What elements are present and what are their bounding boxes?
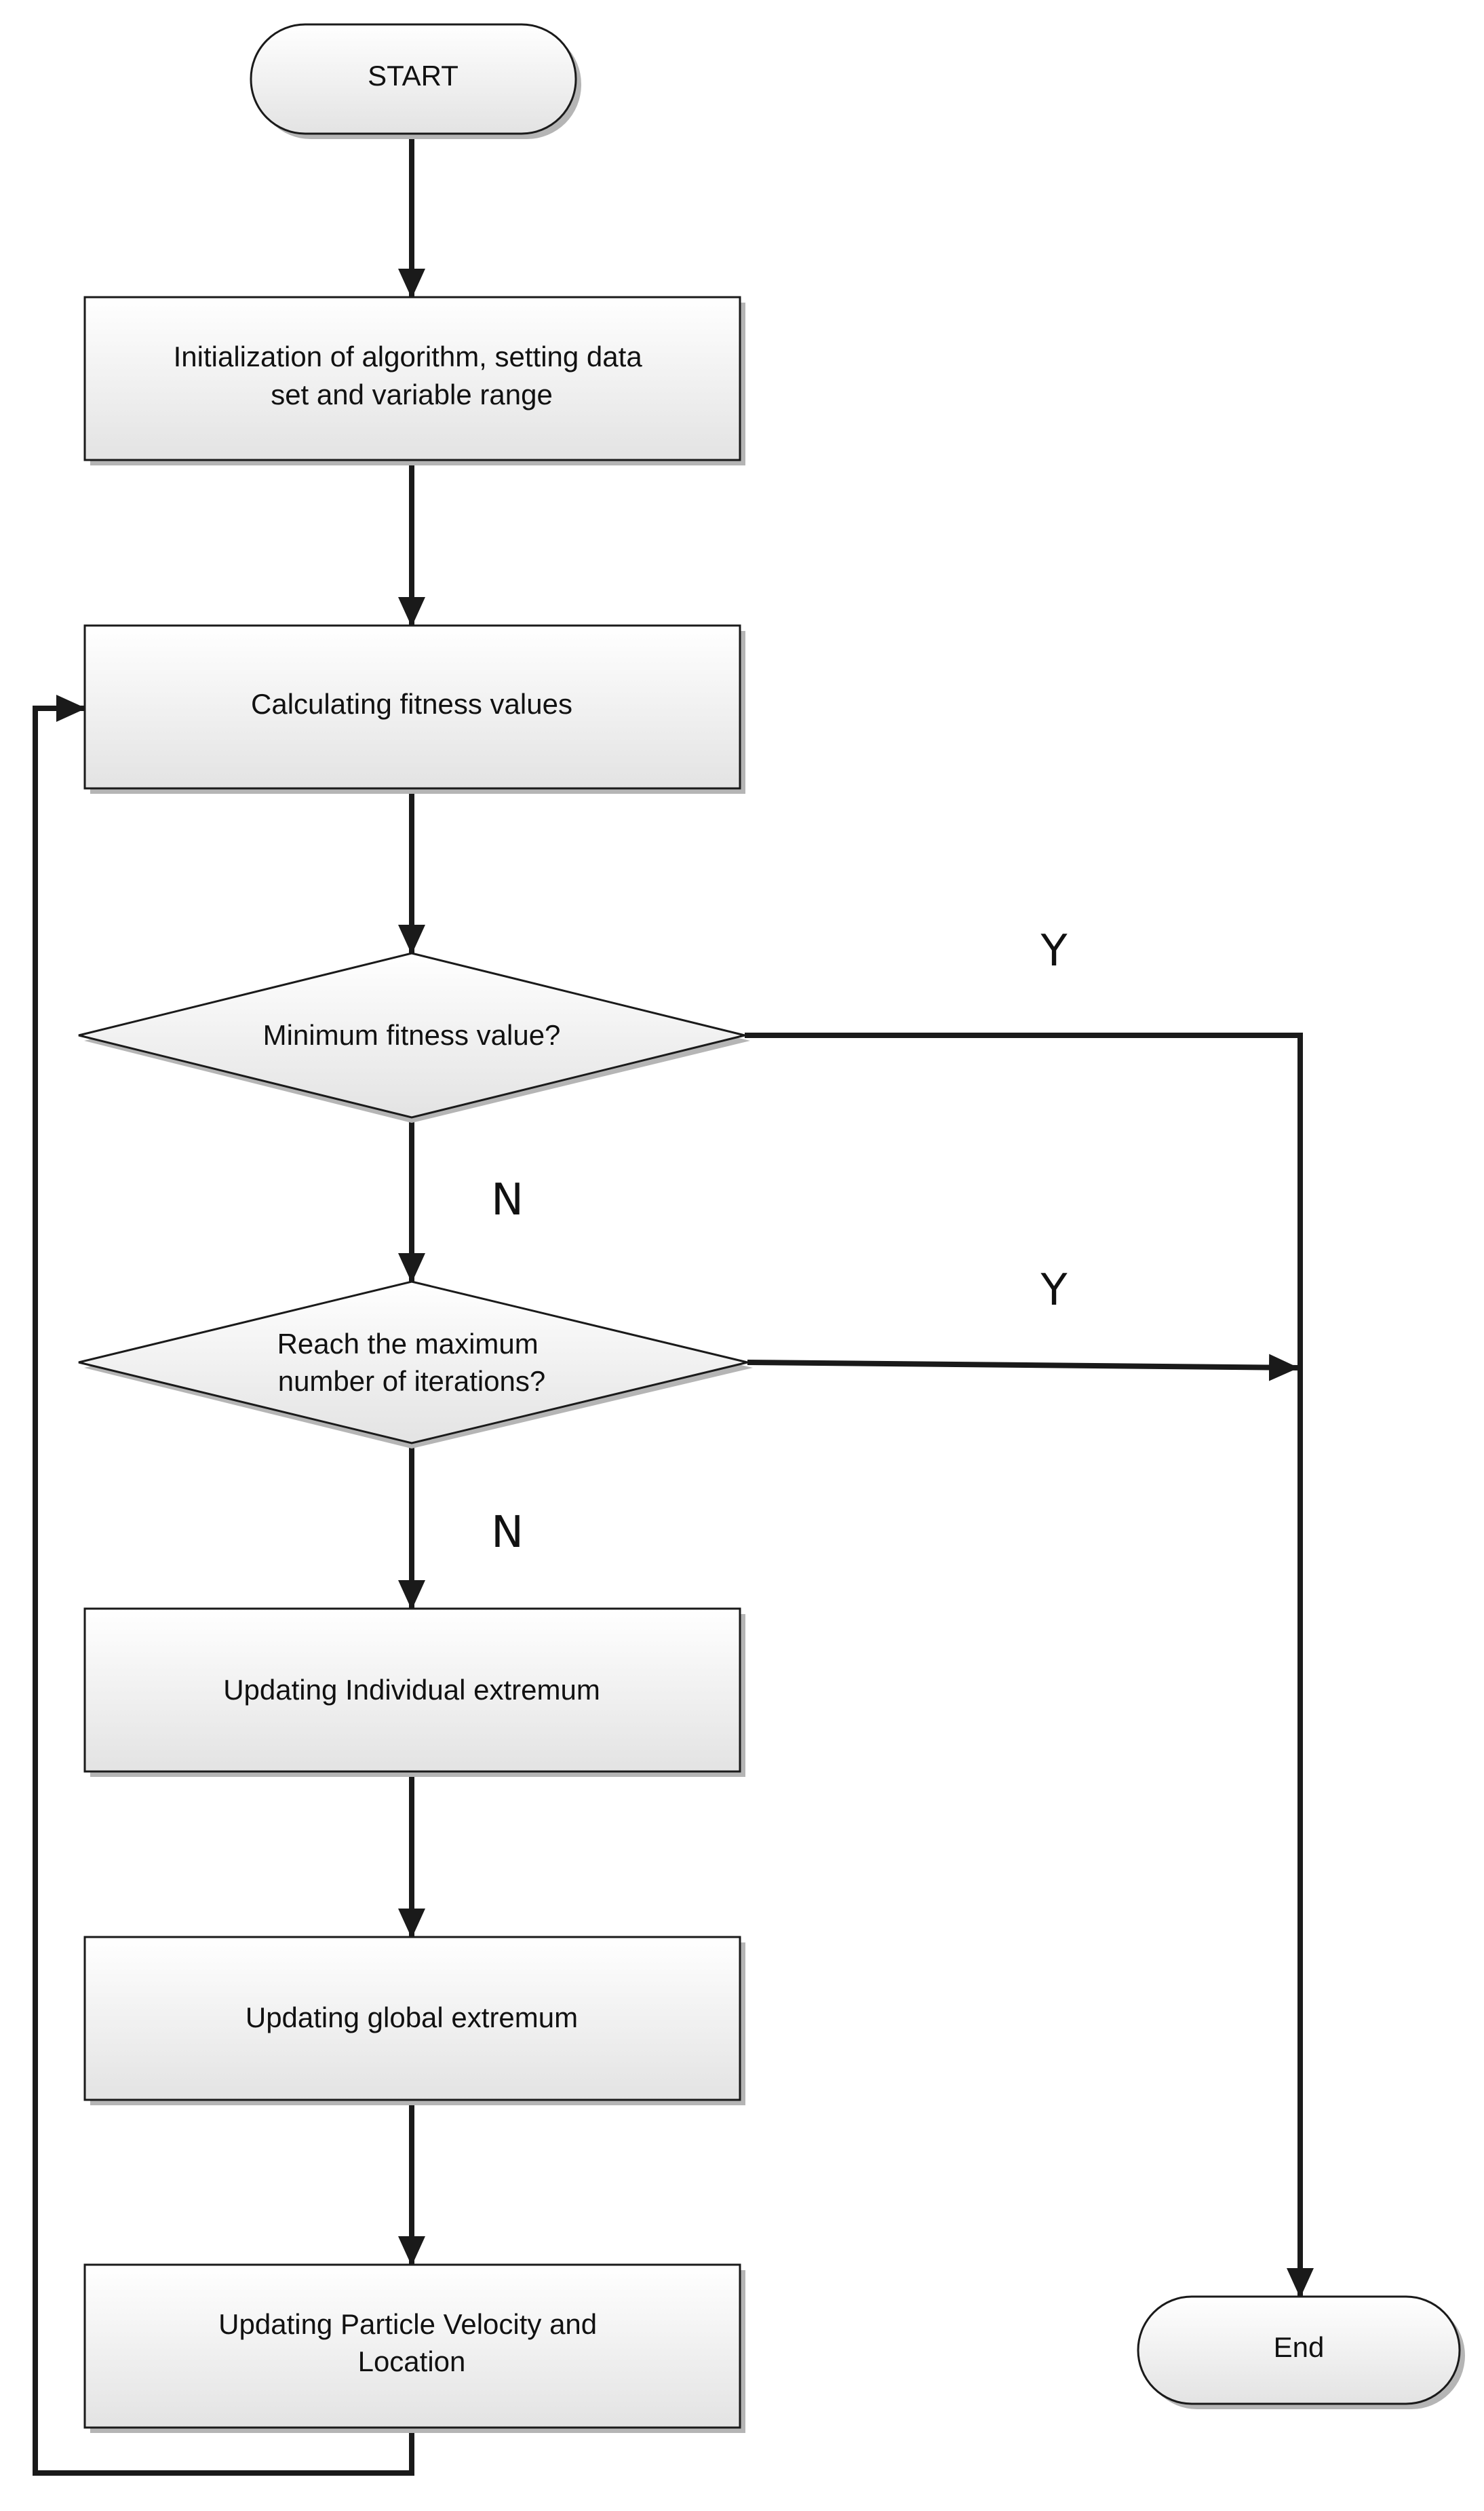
update-global-box: Updating global extremum	[83, 1936, 745, 2105]
update-velocity-label-line-2: Location	[358, 2345, 466, 2377]
arrow-min-yes-to-end	[745, 1033, 1314, 2298]
init-label: Initialization of algorithm, setting dat…	[174, 341, 650, 410]
max-iterations-no-label: N	[491, 1508, 524, 1558]
start-label: START	[368, 60, 458, 92]
max-iterations-label-line-2: number of iterations?	[278, 1365, 546, 1397]
update-velocity-label: Updating Particle Velocity and Location	[218, 2308, 605, 2377]
max-iterations-yes-label: Y	[1040, 1265, 1068, 1316]
min-fitness-no-label: N	[491, 1175, 524, 1225]
end-label: End	[1274, 2331, 1325, 2363]
end-terminator: End	[1137, 2295, 1465, 2409]
max-iterations-label: Reach the maximum number of iterations?	[277, 1328, 547, 1397]
min-fitness-decision: Minimum fitness value?	[78, 952, 750, 1123]
fitness-label: Calculating fitness values	[251, 688, 572, 720]
loop-back-arrow	[33, 695, 414, 2476]
init-label-line-2: set and variable range	[271, 379, 553, 410]
arrow-maxiter-yes-to-line	[747, 1354, 1299, 1381]
update-velocity-label-line-1: Updating Particle Velocity and	[218, 2308, 597, 2340]
max-iterations-decision: Reach the maximum number of iterations?	[78, 1280, 753, 1449]
init-process-box: Initialization of algorithm, setting dat…	[83, 296, 745, 465]
update-individual-box: Updating Individual extremum	[83, 1607, 745, 1777]
start-terminator: START	[250, 23, 581, 139]
init-label-line-1: Initialization of algorithm, setting dat…	[174, 341, 643, 372]
fitness-process-box: Calculating fitness values	[83, 624, 745, 794]
max-iterations-label-line-1: Reach the maximum	[277, 1328, 539, 1360]
update-velocity-box: Updating Particle Velocity and Location	[83, 2263, 745, 2433]
min-fitness-yes-label: Y	[1040, 926, 1068, 976]
min-fitness-label: Minimum fitness value?	[263, 1019, 561, 1051]
update-individual-label: Updating Individual extremum	[223, 1674, 600, 1706]
update-global-label: Updating global extremum	[246, 2001, 578, 2033]
